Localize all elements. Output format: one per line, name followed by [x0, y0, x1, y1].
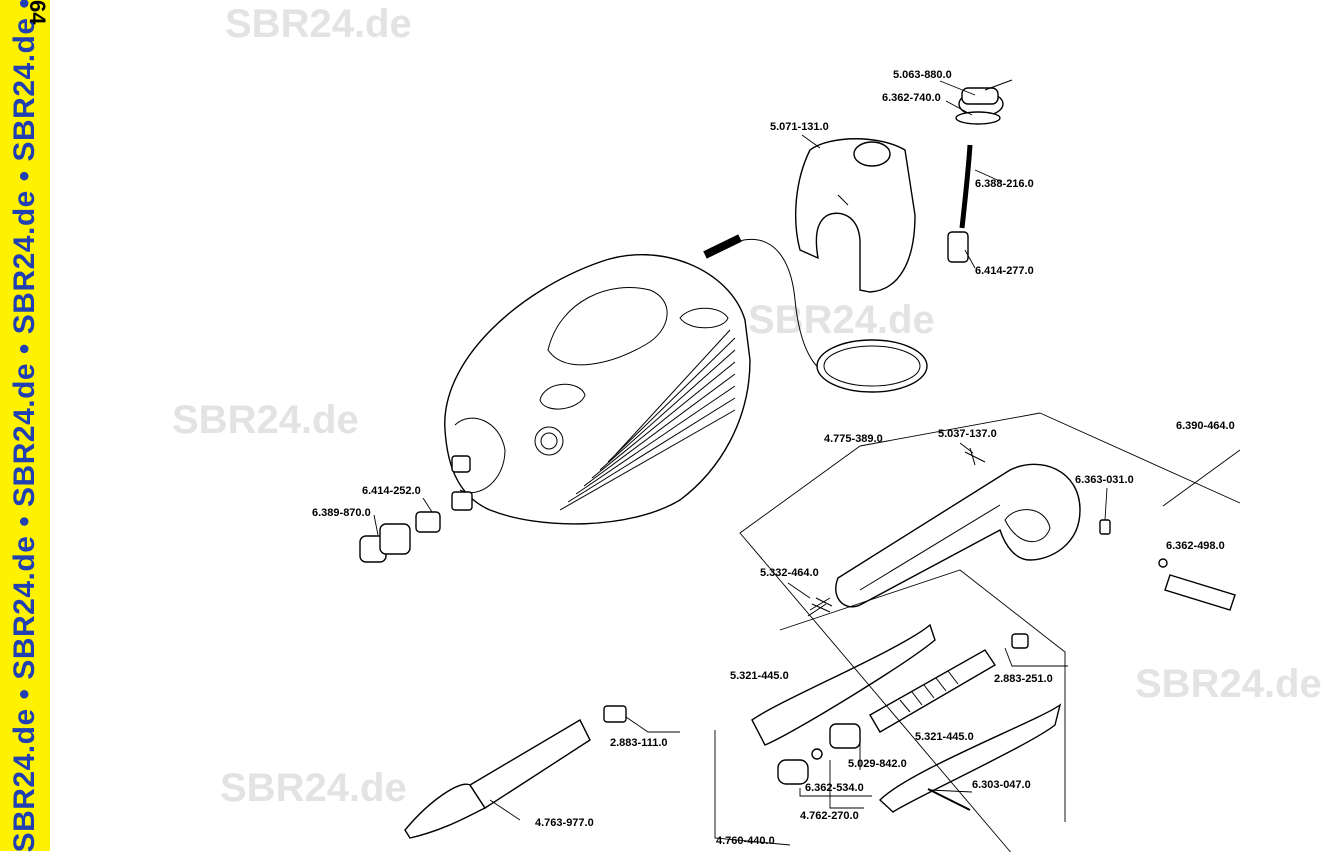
- label-5321-445-left: 5.321-445.0: [730, 670, 789, 682]
- lance-screw: [927, 788, 971, 811]
- rotary-nozzle: [404, 705, 627, 839]
- label-5071-131: 5.071-131.0: [770, 121, 829, 133]
- label-5037-137: 5.037-137.0: [938, 428, 997, 440]
- label-6362-534: 6.362-534.0: [805, 782, 864, 794]
- leader-lines: [373, 80, 1241, 852]
- label-6362-740: 6.362-740.0: [882, 92, 941, 104]
- lance-spring-assembly: [869, 649, 996, 733]
- watermark: SBR24.de: [220, 766, 407, 810]
- body-vent-grille: [559, 329, 736, 511]
- trigger-pin: [964, 447, 986, 466]
- coiled-hose: [703, 234, 928, 393]
- watermark: SBR24.de: [225, 2, 412, 46]
- hose-coupling: [359, 523, 411, 563]
- label-6390-464: 6.390-464.0: [1176, 420, 1235, 432]
- trigger-gun: [835, 463, 1081, 608]
- water-outlet-connector: [451, 491, 473, 511]
- label-4775-389: 4.775-389.0: [824, 433, 883, 445]
- watermark: SBR24.de: [172, 398, 359, 442]
- label-5063-880: 5.063-880.0: [893, 69, 952, 81]
- machine-body: [444, 254, 751, 525]
- label-6388-216: 6.388-216.0: [975, 178, 1034, 190]
- label-6414-252: 6.414-252.0: [362, 485, 421, 497]
- cap-o-ring: [955, 111, 1001, 125]
- watermark: SBR24.de: [1135, 662, 1322, 706]
- nozzle-insert: [829, 723, 861, 749]
- suction-hose: [959, 144, 973, 229]
- label-6363-031: 6.363-031.0: [1075, 474, 1134, 486]
- exploded-parts-diagram: [359, 79, 1241, 852]
- label-5029-842: 5.029-842.0: [848, 758, 907, 770]
- gun-spring: [807, 597, 833, 617]
- label-6303-047: 6.303-047.0: [972, 779, 1031, 791]
- o-ring-small: [811, 748, 823, 760]
- high-pressure-hose-end: [1158, 558, 1236, 611]
- label-6414-277: 6.414-277.0: [975, 265, 1034, 277]
- lance-shell-right: [878, 703, 1062, 813]
- brand-stripe: SBR24.de • SBR24.de • SBR24.de • SBR24.d…: [0, 0, 50, 852]
- label-2883-111: 2.883-111.0: [610, 737, 668, 749]
- label-4760-440: 4.760-440.0: [716, 835, 775, 847]
- label-2883-251: 2.883-251.0: [994, 673, 1053, 685]
- detergent-tank: [794, 138, 916, 293]
- water-inlet-connector: [451, 455, 471, 473]
- label-6362-498: 6.362-498.0: [1166, 540, 1225, 552]
- label-6389-870: 6.389-870.0: [312, 507, 371, 519]
- tank-cap: [958, 79, 1013, 117]
- label-5332-464: 5.332-464.0: [760, 567, 819, 579]
- label-5321-445-right: 5.321-445.0: [915, 731, 974, 743]
- suction-filter: [947, 231, 969, 263]
- label-4763-977: 4.763-977.0: [535, 817, 594, 829]
- gun-screw: [1099, 519, 1111, 535]
- adapter-nipple: [415, 511, 441, 533]
- watermark: SBR24.de: [748, 298, 935, 342]
- lance-shell-left: [751, 623, 936, 746]
- label-4762-270: 4.762-270.0: [800, 810, 859, 822]
- nozzle-cap: [777, 759, 809, 785]
- lance-seal: [1011, 633, 1029, 649]
